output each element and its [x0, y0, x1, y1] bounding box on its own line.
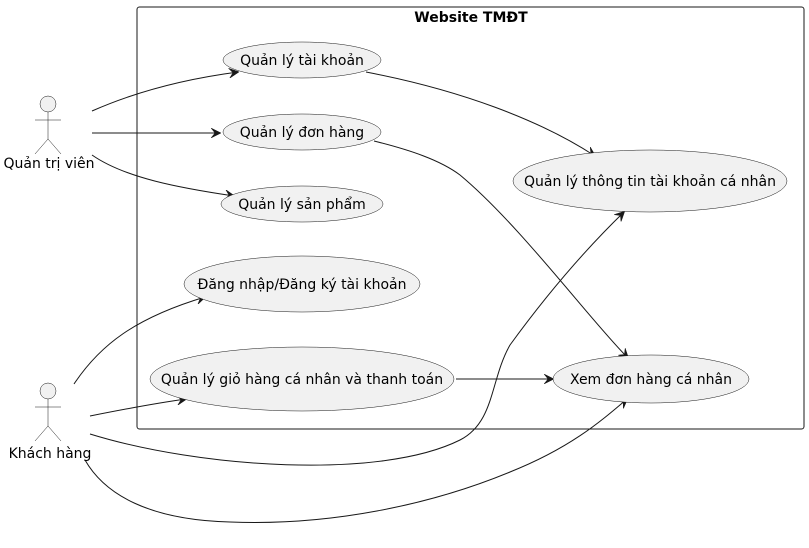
actor-figure-icon — [34, 382, 62, 442]
system-boundary: Website TMĐT — [136, 6, 805, 430]
relation-admin-account-mgmt — [91, 72, 238, 112]
use-case-ellipse — [220, 185, 384, 223]
system-title: Website TMĐT — [414, 10, 528, 26]
use-case-ellipse — [183, 255, 421, 313]
use-case-ellipse — [222, 113, 382, 151]
use-case-ellipse — [149, 346, 455, 412]
use-case-login-register: Đăng nhập/Đăng ký tài khoản — [183, 255, 421, 313]
relation-customer-personal-info — [89, 212, 624, 466]
use-case-label: Quản lý đơn hàng — [240, 125, 364, 141]
relation-account-mgmt-personal-info — [365, 71, 595, 156]
relation-customer-view-orders — [84, 399, 627, 523]
use-case-label: Quản lý giỏ hàng cá nhân và thanh toán — [161, 372, 443, 388]
relation-customer-login — [73, 297, 205, 385]
actor-label: Khách hàng — [9, 446, 92, 462]
use-case-label: Quản lý tài khoản — [240, 53, 364, 69]
actor-label: Quản trị viên — [3, 156, 94, 172]
use-case-label: Quản lý sản phẩm — [238, 196, 366, 213]
use-case-ellipse — [512, 149, 788, 213]
use-case-order-mgmt: Quản lý đơn hàng — [222, 113, 382, 151]
relation-order-mgmt-view-orders — [373, 140, 628, 358]
use-case-view-orders: Xem đơn hàng cá nhân — [552, 354, 750, 404]
relations — [73, 71, 628, 523]
use-case-product-mgmt: Quản lý sản phẩm — [220, 185, 384, 223]
relation-admin-product-mgmt — [91, 154, 234, 196]
actor-figure-icon — [34, 95, 62, 155]
system-boundary-box — [136, 6, 805, 430]
use-case-ellipse — [552, 354, 750, 404]
relation-customer-cart — [89, 399, 186, 417]
use-case-label: Đăng nhập/Đăng ký tài khoản — [198, 277, 407, 293]
use-case-account-mgmt: Quản lý tài khoản — [222, 41, 382, 79]
use-case-ellipse — [222, 41, 382, 79]
use-case-label: Xem đơn hàng cá nhân — [570, 372, 732, 388]
use-case-label: Quản lý thông tin tài khoản cá nhân — [524, 174, 776, 190]
actor-customer: Khách hàng — [9, 382, 92, 462]
use-case-cart-payment: Quản lý giỏ hàng cá nhân và thanh toán — [149, 346, 455, 412]
actor-admin: Quản trị viên — [3, 95, 95, 172]
use-case-personal-info: Quản lý thông tin tài khoản cá nhân — [512, 149, 788, 213]
